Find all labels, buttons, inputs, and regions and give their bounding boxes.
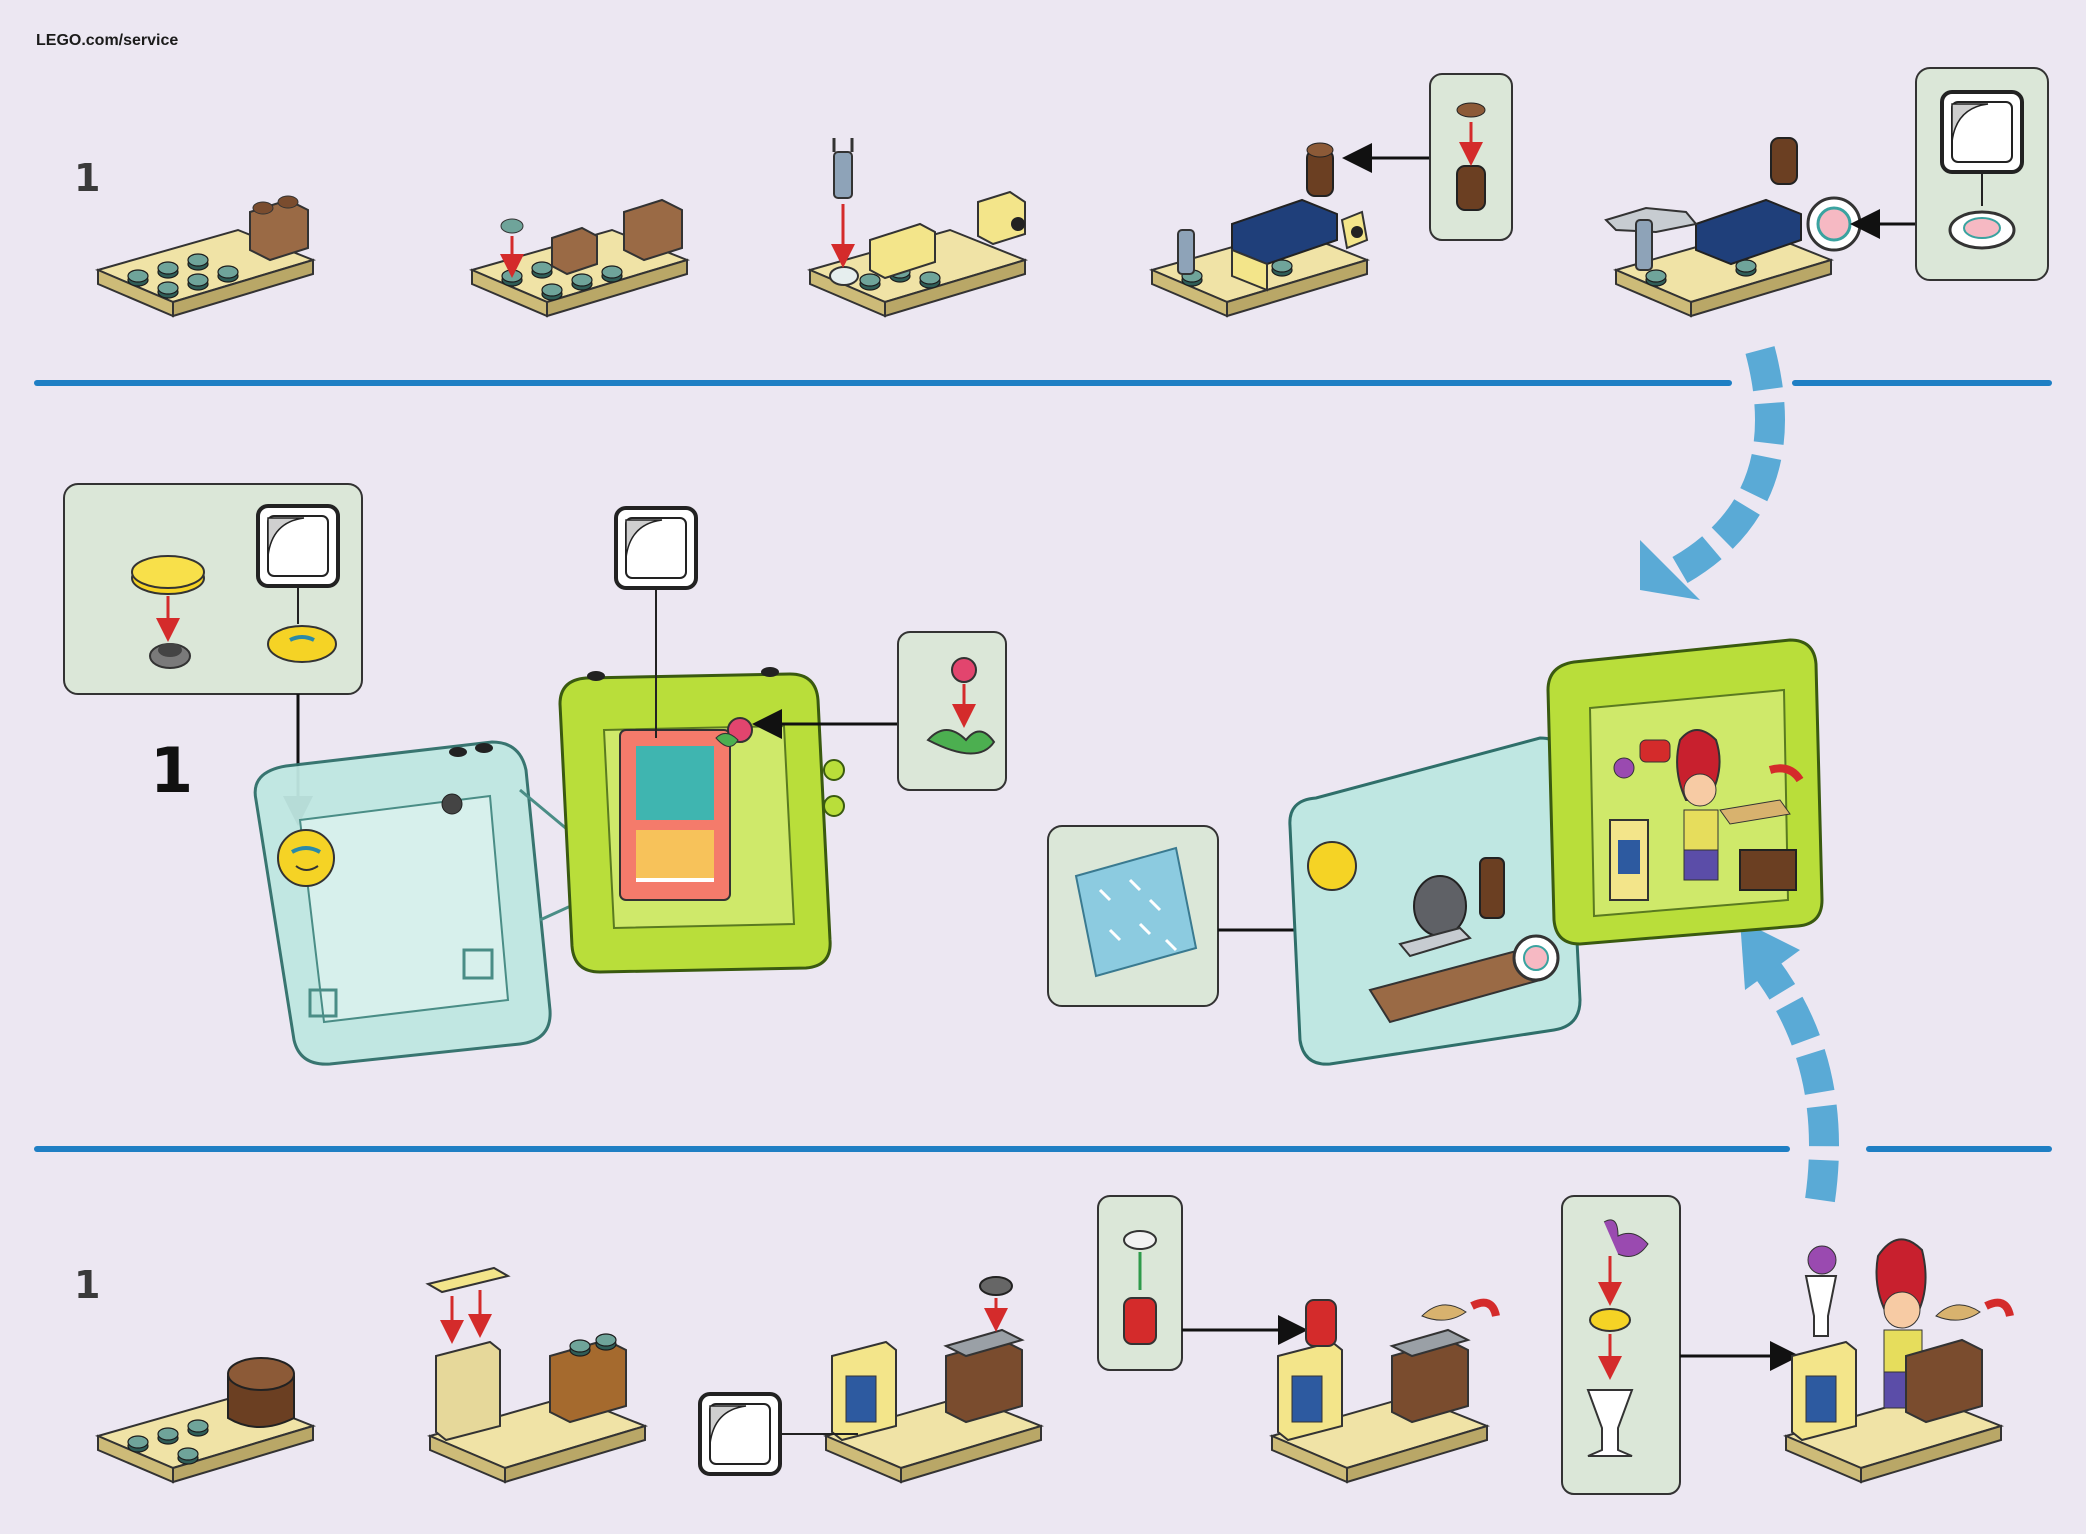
blue-arrow-bottom-to-middle [1740, 920, 1824, 1200]
callout-top-4 [1430, 74, 1512, 240]
flower-callout [898, 632, 1006, 790]
pillow-callout [1048, 826, 1218, 1006]
bottom-build-3 [826, 1277, 1041, 1482]
bottom-build-1 [98, 1358, 313, 1482]
lime-cube-half [560, 667, 844, 972]
top-build-5 [1606, 138, 1860, 316]
blue-arrow-top-to-middle [1640, 350, 1770, 600]
bottom-callout-cup [1562, 1196, 1680, 1494]
bottom-callout-bottle [1098, 1196, 1182, 1370]
bottom-build-5 [1786, 1239, 2010, 1482]
transparent-cube-half [255, 742, 584, 1064]
sub-step-callout [64, 484, 362, 694]
bottom-build-2 [428, 1268, 645, 1482]
top-build-4 [1152, 143, 1367, 316]
bottom-build-4 [1272, 1300, 1496, 1482]
top-build-1 [98, 196, 313, 316]
top-build-2 [472, 200, 687, 316]
callout-top-5 [1916, 68, 2048, 280]
assembled-cube [1290, 640, 1822, 1064]
top-build-3 [810, 138, 1025, 316]
